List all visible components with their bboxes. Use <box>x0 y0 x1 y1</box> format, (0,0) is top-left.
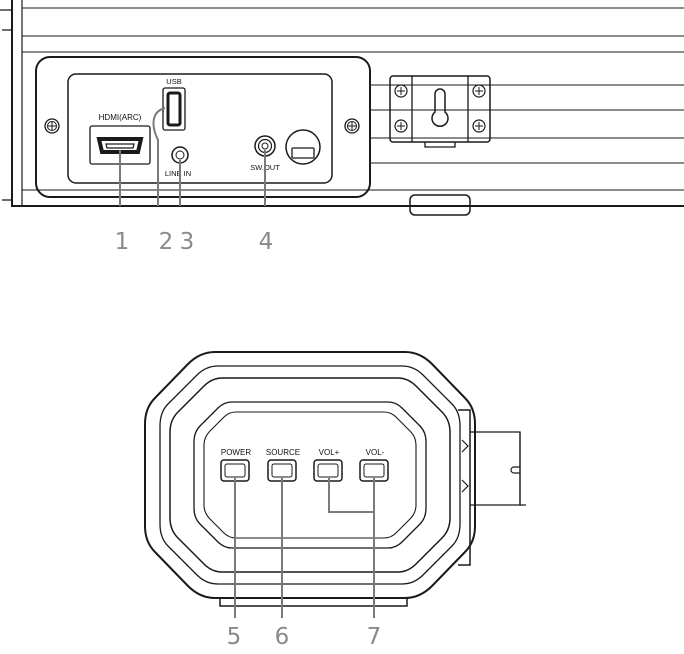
vol-down-button-label: VOL- <box>366 448 385 457</box>
callout-number: 3 <box>180 229 195 255</box>
port-recess-frame <box>35 56 371 198</box>
housing-outer <box>144 351 476 599</box>
power-button-label: POWER <box>221 448 251 457</box>
housing-base <box>219 598 408 607</box>
source-button-label: SOURCE <box>266 448 300 457</box>
callout-leaders-rear <box>119 107 266 206</box>
callout-leaders-side <box>234 478 375 618</box>
power-button[interactable]: POWER <box>220 448 251 482</box>
vol-up-button-label: VOL+ <box>319 448 340 457</box>
power-socket <box>285 129 321 165</box>
housing-rim <box>159 365 461 585</box>
hdmi-label: HDMI(ARC) <box>99 113 142 122</box>
button-panel-inner <box>203 411 417 539</box>
wall-mount-plate <box>389 75 491 148</box>
end-cap <box>0 9 12 201</box>
callout-number: 4 <box>259 229 274 255</box>
line-in-jack: LINE IN <box>165 146 191 178</box>
screw-icon <box>472 119 486 133</box>
mount-bracket <box>458 409 526 566</box>
callout-number: 5 <box>227 624 242 650</box>
housing-face <box>169 377 451 573</box>
body-ribs <box>22 7 684 191</box>
port-panel <box>67 73 333 184</box>
screw-icon <box>344 118 360 134</box>
speaker-foot <box>409 194 471 216</box>
screw-icon <box>472 84 486 98</box>
body-outline <box>11 0 684 207</box>
usb-label: USB <box>166 77 181 86</box>
line-in-label: LINE IN <box>165 169 191 178</box>
vol-down-button[interactable]: VOL- <box>359 448 389 482</box>
callout-number: 1 <box>115 229 130 255</box>
rear-panel: HDMI(ARC) USB LINE IN SW.OUT <box>0 0 684 255</box>
screw-icon <box>44 118 60 134</box>
screw-icon <box>394 84 408 98</box>
keyhole-icon <box>431 88 449 127</box>
callout-number: 2 <box>159 229 174 255</box>
source-button[interactable]: SOURCE <box>266 448 300 482</box>
callout-number: 6 <box>275 624 290 650</box>
usb-port: USB <box>162 77 186 131</box>
button-panel <box>193 401 427 549</box>
screw-icon <box>394 119 408 133</box>
callout-number: 7 <box>367 624 382 650</box>
vol-up-button[interactable]: VOL+ <box>313 448 343 482</box>
side-panel: POWER SOURCE VOL+ VOL- 5 6 7 <box>144 351 526 650</box>
